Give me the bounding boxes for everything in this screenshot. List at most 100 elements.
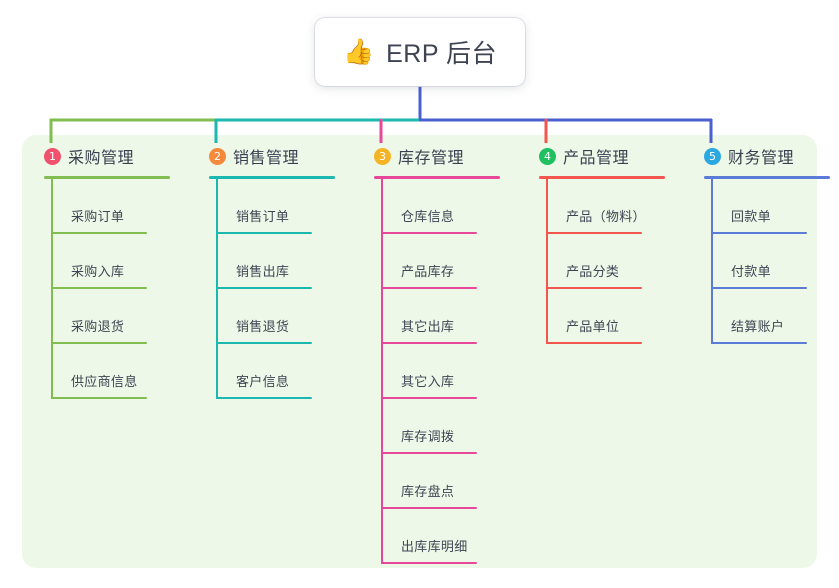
branch-column-3: 3 库存管理仓库信息产品库存其它出库其它入库库存调拨库存盘点出库库明细 (356, 143, 506, 564)
branch-item-label: 采购订单 (71, 209, 125, 224)
branch-item-underline (51, 397, 147, 399)
branch-item-label: 产品库存 (401, 264, 455, 279)
branch-underline-5 (704, 176, 830, 179)
branch-item-label: 供应商信息 (71, 374, 138, 389)
branch-item-list-1: 采购订单采购入库采购退货供应商信息 (51, 179, 176, 399)
branch-spine-4 (546, 179, 548, 344)
branch-item-list-2: 销售订单销售出库销售退货客户信息 (216, 179, 341, 399)
branch-item-label: 采购退货 (71, 319, 125, 334)
branch-item[interactable]: 库存调拨 (381, 399, 506, 454)
branch-item-label: 库存盘点 (401, 484, 455, 499)
branch-underline-1 (44, 176, 170, 179)
branch-badge-4: 4 (539, 147, 556, 165)
branch-underline-3 (374, 176, 500, 179)
branch-item-underline (546, 287, 642, 289)
branch-item-label: 库存调拨 (401, 429, 455, 444)
branch-item-label: 出库库明细 (401, 539, 468, 554)
branch-spine-5 (711, 179, 713, 344)
branch-item-underline (381, 397, 477, 399)
branch-item-underline (51, 287, 147, 289)
branch-item-underline (381, 562, 477, 564)
branch-item-underline (381, 452, 477, 454)
branch-item[interactable]: 采购入库 (51, 234, 176, 289)
branch-item-label: 客户信息 (236, 374, 290, 389)
branch-title-2: 销售管理 (233, 150, 300, 167)
branch-item-underline (216, 397, 312, 399)
branch-item[interactable]: 销售出库 (216, 234, 341, 289)
branch-item[interactable]: 回款单 (711, 179, 836, 234)
branch-item-underline (216, 232, 312, 234)
branch-item[interactable]: 销售订单 (216, 179, 341, 234)
branch-header-1[interactable]: 1 采购管理 (26, 143, 176, 169)
branch-item-underline (711, 287, 807, 289)
branch-item-list-3: 仓库信息产品库存其它出库其它入库库存调拨库存盘点出库库明细 (381, 179, 506, 564)
branch-item-label: 采购入库 (71, 264, 125, 279)
branch-column-2: 2 销售管理销售订单销售出库销售退货客户信息 (191, 143, 341, 399)
branch-column-4: 4 产品管理产品（物料） 产品分类产品单位 (521, 143, 671, 344)
branch-item-underline (51, 342, 147, 344)
branch-title-1: 采购管理 (68, 150, 135, 167)
branch-item-label: 销售订单 (236, 209, 290, 224)
branch-item-label: 结算账户 (731, 319, 785, 334)
branch-badge-3: 3 (374, 147, 391, 165)
branch-item-underline (51, 232, 147, 234)
branch-badge-1: 1 (44, 147, 61, 165)
branch-item[interactable]: 其它出库 (381, 289, 506, 344)
branch-item[interactable]: 客户信息 (216, 344, 341, 399)
branch-title-3: 库存管理 (398, 150, 465, 167)
branch-column-1: 1 采购管理采购订单采购入库采购退货供应商信息 (26, 143, 176, 399)
branch-item[interactable]: 供应商信息 (51, 344, 176, 399)
branch-item-underline (711, 342, 807, 344)
branch-column-5: 5 财务管理回款单付款单结算账户 (686, 143, 836, 344)
branch-header-2[interactable]: 2 销售管理 (191, 143, 341, 169)
branch-item[interactable]: 产品分类 (546, 234, 671, 289)
branch-item[interactable]: 采购订单 (51, 179, 176, 234)
branch-spine-3 (381, 179, 383, 564)
branch-header-4[interactable]: 4 产品管理 (521, 143, 671, 169)
branch-item[interactable]: 产品库存 (381, 234, 506, 289)
branch-item-underline (216, 342, 312, 344)
branch-item-underline (381, 287, 477, 289)
branch-item-underline (711, 232, 807, 234)
branch-item-label: 销售出库 (236, 264, 290, 279)
branch-item[interactable]: 仓库信息 (381, 179, 506, 234)
branch-title-5: 财务管理 (728, 150, 795, 167)
thumbs-up-icon: 👍 (342, 37, 375, 66)
branch-item-label: 其它入库 (401, 374, 455, 389)
branch-badge-5: 5 (704, 147, 721, 165)
branch-item[interactable]: 库存盘点 (381, 454, 506, 509)
branch-item-label: 仓库信息 (401, 209, 455, 224)
branch-item[interactable]: 采购退货 (51, 289, 176, 344)
branch-item[interactable]: 销售退货 (216, 289, 341, 344)
branch-item-underline (381, 342, 477, 344)
branch-title-4: 产品管理 (563, 150, 630, 167)
branch-item-label: 其它出库 (401, 319, 455, 334)
branch-item[interactable]: 结算账户 (711, 289, 836, 344)
branch-item-list-4: 产品（物料） 产品分类产品单位 (546, 179, 671, 344)
branch-badge-2: 2 (209, 147, 226, 165)
branch-item-label: 销售退货 (236, 319, 290, 334)
branch-item-list-5: 回款单付款单结算账户 (711, 179, 836, 344)
branch-spine-2 (216, 179, 218, 399)
branches-panel (22, 135, 817, 568)
branch-item[interactable]: 出库库明细 (381, 509, 506, 564)
branch-header-3[interactable]: 3 库存管理 (356, 143, 506, 169)
branch-item-underline (381, 232, 477, 234)
branch-underline-4 (539, 176, 665, 179)
root-node[interactable]: 👍 ERP 后台 (315, 18, 525, 86)
branch-item-label: 产品单位 (566, 319, 620, 334)
branch-item-label: 产品分类 (566, 264, 620, 279)
branch-item[interactable]: 产品（物料） (546, 179, 671, 234)
branch-spine-1 (51, 179, 53, 399)
branch-header-5[interactable]: 5 财务管理 (686, 143, 836, 169)
branch-item[interactable]: 其它入库 (381, 344, 506, 399)
branch-item-label: 产品（物料） (566, 209, 646, 224)
branch-item[interactable]: 产品单位 (546, 289, 671, 344)
branch-underline-2 (209, 176, 335, 179)
branch-item-underline (381, 507, 477, 509)
branch-item-underline (546, 232, 642, 234)
branch-item-underline (216, 287, 312, 289)
branch-item[interactable]: 付款单 (711, 234, 836, 289)
root-title: ERP 后台 (386, 40, 498, 68)
